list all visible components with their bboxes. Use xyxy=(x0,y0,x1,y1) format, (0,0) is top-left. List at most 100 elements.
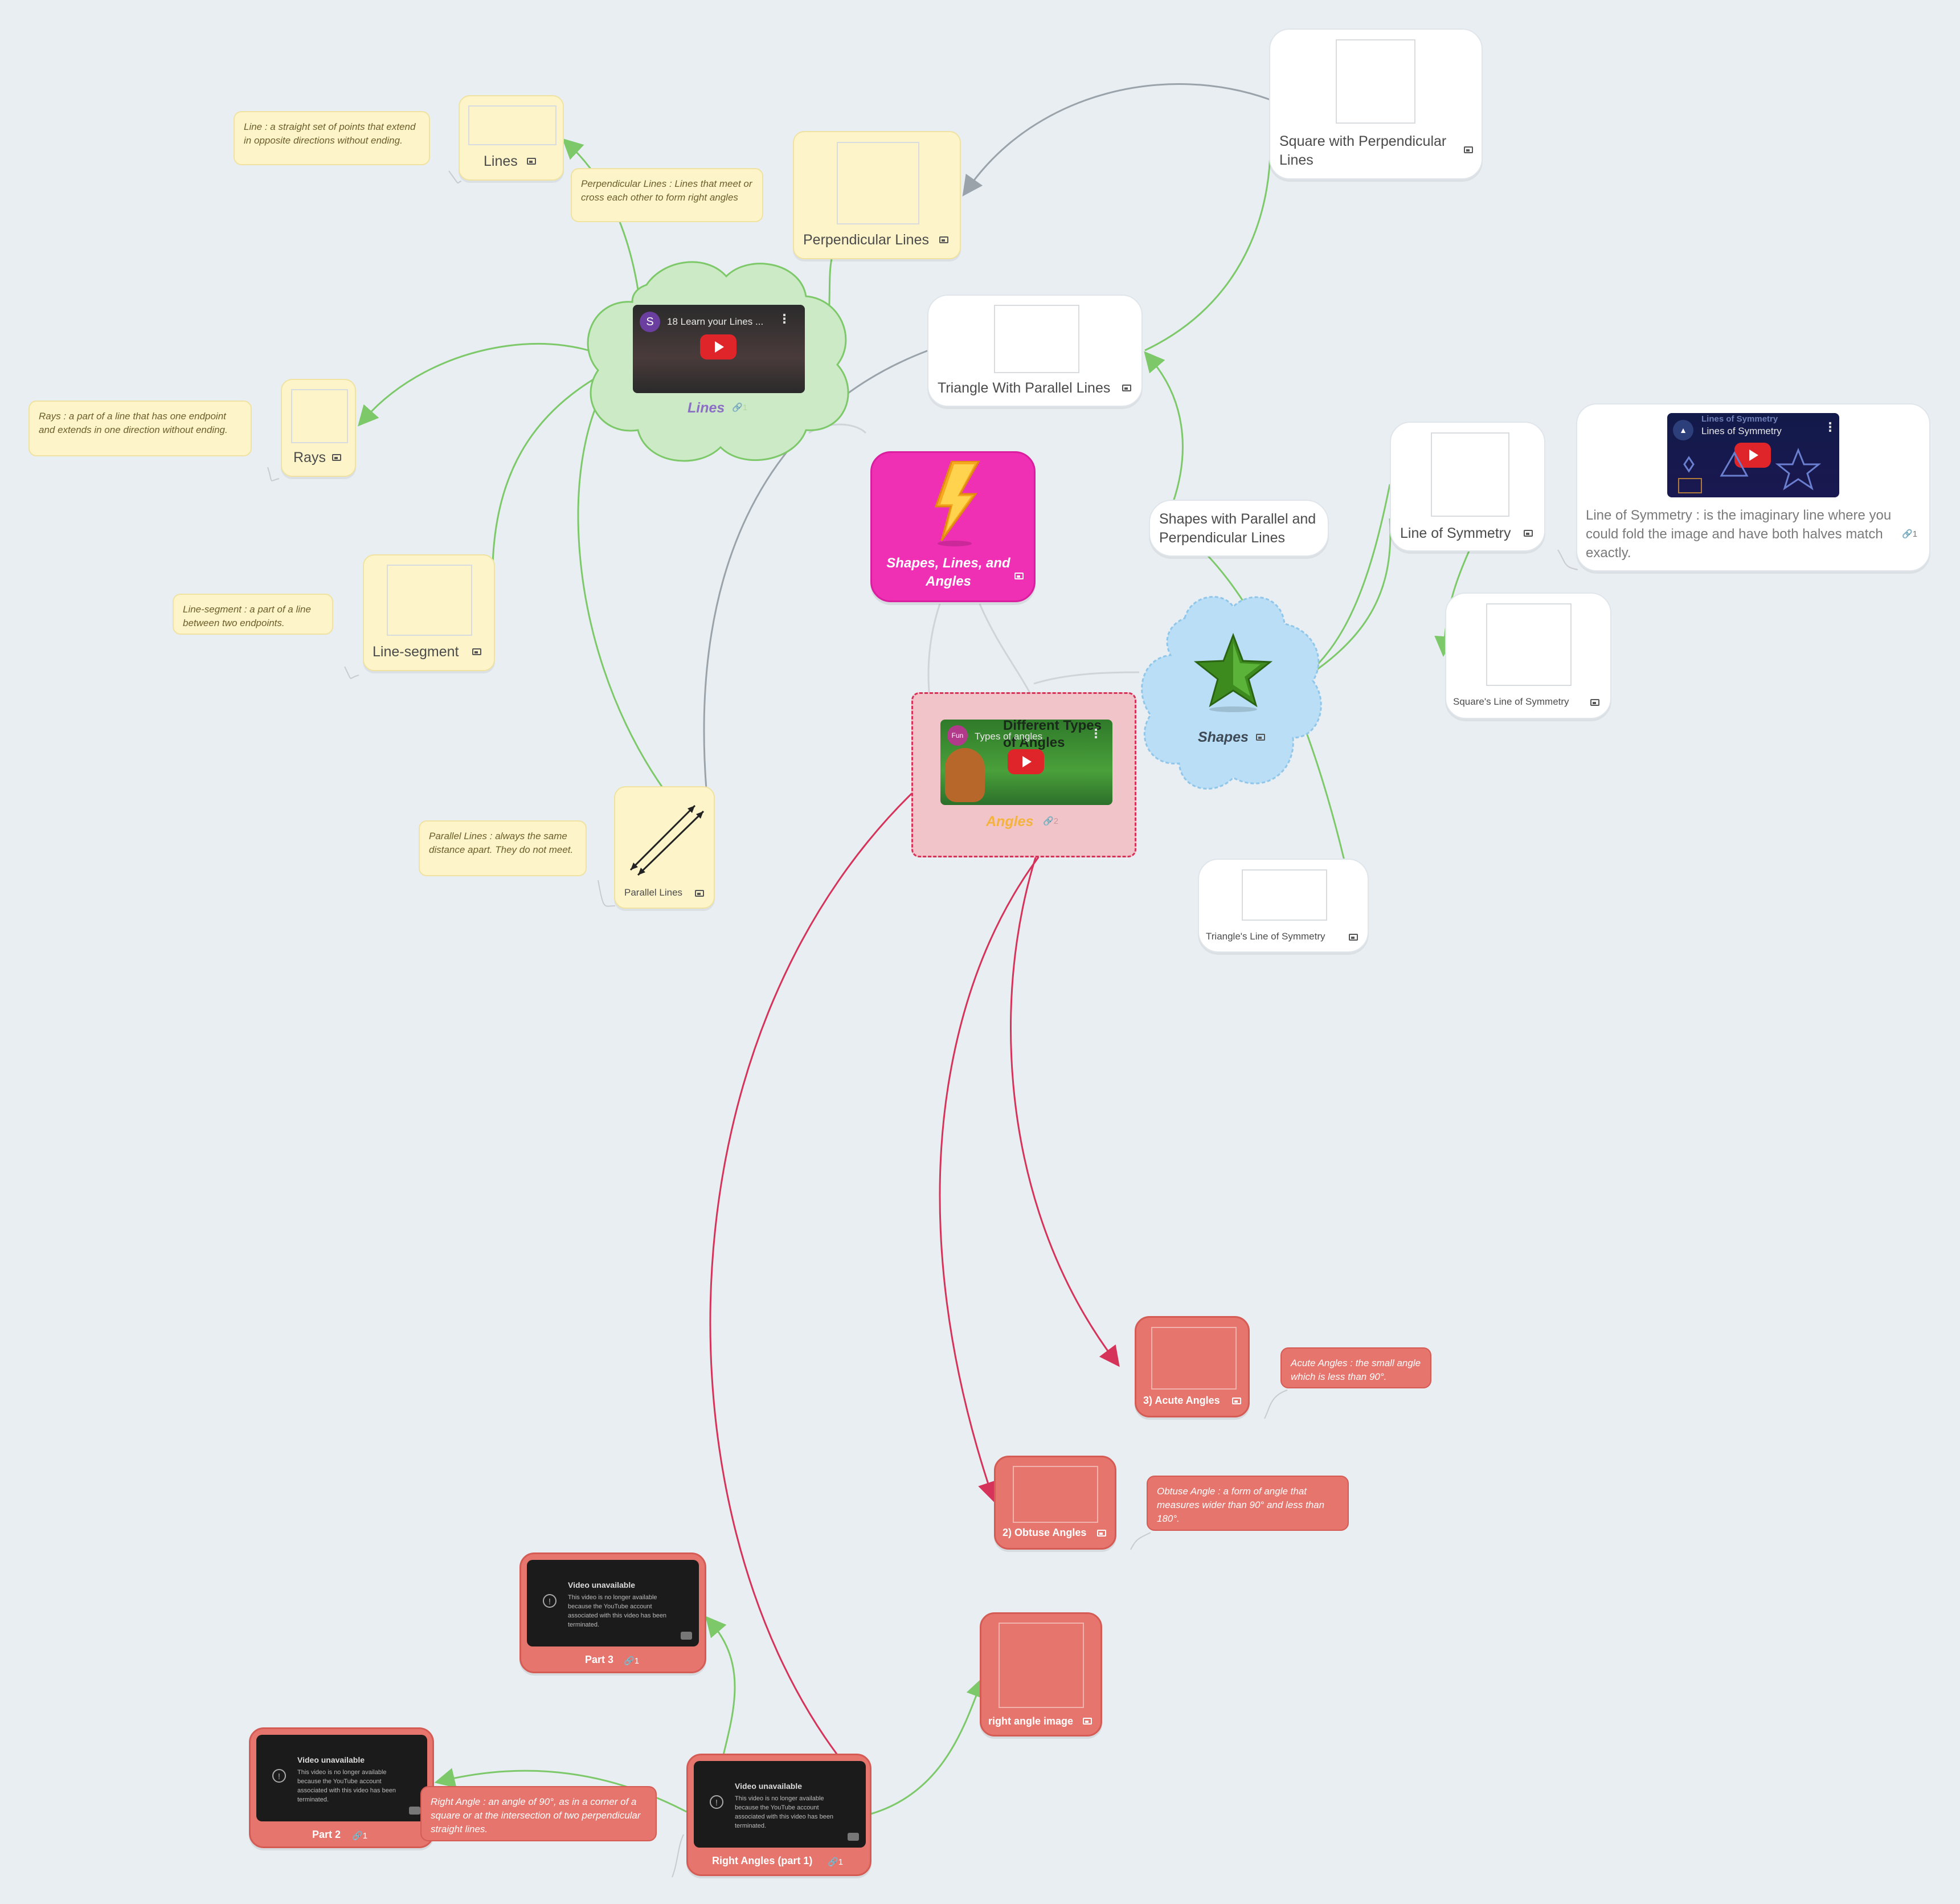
perpendicular-definition-note: Perpendicular Lines : Lines that meet or… xyxy=(571,168,763,222)
note-connector-symmetry xyxy=(1557,549,1578,570)
square-symmetry-node[interactable]: Square's Line of Symmetry xyxy=(1445,593,1611,719)
line-of-symmetry-label: Line of Symmetry xyxy=(1400,525,1511,541)
cartoon-bear-image xyxy=(945,748,985,802)
image-icon xyxy=(1524,530,1533,537)
right-angle-image-node[interactable]: right angle image xyxy=(980,1612,1102,1737)
right1-video-unavailable[interactable]: ! Video unavailable This video is no lon… xyxy=(694,1761,866,1848)
link-icon[interactable]: 🔗1 xyxy=(732,403,748,412)
image-placeholder xyxy=(1486,603,1572,686)
image-placeholder xyxy=(468,105,557,145)
lines-node[interactable]: Lines xyxy=(459,95,564,181)
note-connector-rays xyxy=(267,467,280,481)
warning-icon: ! xyxy=(272,1769,286,1783)
image-placeholder xyxy=(1013,1466,1098,1523)
more-options-icon[interactable]: ⋮ xyxy=(778,312,791,326)
angles-video-overlay: Different Types of Angles xyxy=(1003,720,1102,750)
lines-topic-title: Lines xyxy=(688,400,725,416)
link-icon[interactable]: 🔗1 xyxy=(352,1831,368,1841)
shapes-parallel-to-triangle xyxy=(1144,351,1184,502)
rays-node[interactable]: Rays xyxy=(281,379,356,477)
youtube-icon xyxy=(409,1807,420,1815)
part3-video-unavailable[interactable]: ! Video unavailable This video is no lon… xyxy=(527,1560,699,1646)
perpendicular-lines-label: Perpendicular Lines xyxy=(803,232,929,248)
obtuse-angles-definition-note: Obtuse Angle : a form of angle that meas… xyxy=(1147,1476,1349,1531)
lines-to-segment xyxy=(492,363,621,565)
angles-video-thumbnail[interactable]: Different Types of Angles Fun Types of a… xyxy=(940,720,1112,805)
link-icon[interactable]: 🔗1 xyxy=(1902,529,1918,539)
image-placeholder xyxy=(291,389,348,443)
image-placeholder xyxy=(994,305,1079,373)
obtuse-angles-node[interactable]: 2) Obtuse Angles xyxy=(994,1456,1116,1550)
image-icon xyxy=(695,890,704,897)
image-placeholder xyxy=(1242,869,1327,921)
symmetry-shapes-image xyxy=(1678,447,1822,493)
note-connector-right xyxy=(672,1834,684,1878)
link-icon[interactable]: 🔗1 xyxy=(828,1857,844,1867)
play-button-icon[interactable] xyxy=(700,334,736,359)
right-angles-part1-node[interactable]: ! Video unavailable This video is no lon… xyxy=(686,1754,871,1876)
acute-angles-node[interactable]: 3) Acute Angles xyxy=(1135,1316,1250,1417)
video-unavailable-title: Video unavailable xyxy=(735,1782,803,1791)
link-icon[interactable]: 🔗1 xyxy=(624,1656,640,1666)
image-icon xyxy=(1097,1530,1106,1537)
shapes-parallel-perpendicular-label: Shapes with Parallel and Perpendicular L… xyxy=(1159,511,1316,546)
lines-video-thumbnail[interactable]: S 18 Learn your Lines ... ⋮ xyxy=(633,305,805,393)
lines-node-label: Lines xyxy=(484,153,518,169)
line-segment-label: Line-segment xyxy=(373,644,459,660)
play-button-icon[interactable] xyxy=(1734,443,1771,468)
more-options-icon[interactable]: ⋮ xyxy=(1090,726,1102,741)
line-segment-definition-note: Line-segment : a part of a line between … xyxy=(173,594,333,635)
acute-angles-label: 3) Acute Angles xyxy=(1143,1395,1220,1406)
shapes-parallel-perpendicular-node[interactable]: Shapes with Parallel and Perpendicular L… xyxy=(1149,500,1329,557)
angles-topic[interactable]: Different Types of Angles Fun Types of a… xyxy=(911,692,1136,857)
warning-icon: ! xyxy=(543,1594,557,1608)
video-title: 18 Learn your Lines ... xyxy=(667,316,764,327)
part2-link-count: 1 xyxy=(362,1831,368,1841)
image-icon xyxy=(1464,146,1473,153)
link-icon[interactable]: 🔗2 xyxy=(1043,816,1059,826)
video-title: Types of angles xyxy=(975,731,1043,742)
triangle-symmetry-label: Triangle's Line of Symmetry xyxy=(1206,931,1325,942)
square-perpendicular-label: Square with Perpendicular Lines xyxy=(1279,133,1447,168)
image-icon xyxy=(527,158,536,165)
triangle-to-parallel-gray xyxy=(703,349,929,790)
part2-video-unavailable[interactable]: ! Video unavailable This video is no lon… xyxy=(256,1735,427,1821)
symmetry-video-node[interactable]: ▲ Lines of Symmetry Lines of Symmetry ⋮ … xyxy=(1576,403,1930,571)
part3-node[interactable]: ! Video unavailable This video is no lon… xyxy=(519,1552,706,1673)
square-perpendicular-node[interactable]: Square with Perpendicular Lines xyxy=(1269,28,1483,179)
image-icon xyxy=(1349,934,1358,941)
square-symmetry-label: Square's Line of Symmetry xyxy=(1453,696,1569,707)
shapes-topic[interactable]: Shapes xyxy=(1176,632,1299,763)
line-segment-node[interactable]: Line-segment xyxy=(363,554,495,671)
angles-to-acute xyxy=(1010,786,1120,1367)
image-icon xyxy=(1083,1718,1092,1725)
central-topic[interactable]: Shapes, Lines, and Angles xyxy=(870,451,1036,602)
symmetry-video-thumbnail[interactable]: ▲ Lines of Symmetry Lines of Symmetry ⋮ xyxy=(1667,413,1839,497)
rays-label: Rays xyxy=(293,450,326,465)
play-button-icon[interactable] xyxy=(1008,749,1044,774)
square-to-perpendicular-gray xyxy=(962,83,1271,197)
parallel-lines-node[interactable]: Parallel Lines xyxy=(614,786,715,909)
angles-topic-title: Angles xyxy=(986,814,1034,830)
angles-to-right1 xyxy=(709,777,930,1755)
part2-node[interactable]: ! Video unavailable This video is no lon… xyxy=(249,1727,434,1848)
image-icon xyxy=(1256,734,1265,741)
more-options-icon[interactable]: ⋮ xyxy=(1824,420,1836,434)
channel-avatar: S xyxy=(640,312,660,332)
parallel-lines-definition-note: Parallel Lines : always the same distanc… xyxy=(419,820,587,876)
lines-topic[interactable]: S 18 Learn your Lines ... ⋮ Lines 🔗1 xyxy=(632,302,806,427)
line-of-symmetry-node[interactable]: Line of Symmetry xyxy=(1390,422,1545,551)
image-placeholder xyxy=(837,142,919,224)
perpendicular-lines-node[interactable]: Perpendicular Lines xyxy=(793,131,961,259)
channel-avatar: Fun xyxy=(947,725,968,746)
image-icon xyxy=(1590,699,1599,706)
parallel-lines-label: Parallel Lines xyxy=(624,887,683,898)
shapes-topic-title: Shapes xyxy=(1198,729,1249,745)
line-definition-note: Line : a straight set of points that ext… xyxy=(234,111,430,165)
triangle-parallel-node[interactable]: Triangle With Parallel Lines xyxy=(927,295,1143,407)
note-connector-acute xyxy=(1264,1390,1288,1419)
youtube-icon xyxy=(848,1833,859,1841)
triangle-symmetry-node[interactable]: Triangle's Line of Symmetry xyxy=(1198,859,1369,953)
